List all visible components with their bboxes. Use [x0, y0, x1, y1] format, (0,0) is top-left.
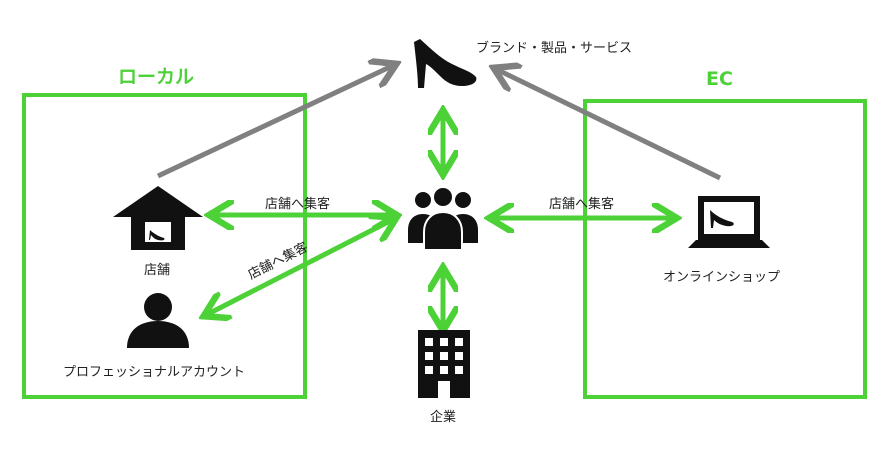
building-icon	[418, 330, 470, 398]
online-shop-label: オンラインショップ	[663, 270, 781, 285]
store-label: 店舗	[144, 263, 171, 278]
laptop-icon	[688, 196, 770, 248]
brand-label: ブランド・製品・サービス	[476, 41, 633, 56]
ec-zone-title: EC	[706, 68, 733, 90]
store-traffic-label-top: 店舗へ集客	[265, 197, 331, 212]
store-house-icon	[113, 186, 203, 250]
customers-icon	[408, 186, 478, 251]
pro-customer-arrow	[208, 220, 392, 314]
person-icon	[127, 293, 189, 348]
local-zone-title: ローカル	[118, 66, 195, 88]
company-label: 企業	[430, 410, 457, 425]
online-to-brand-arrow	[498, 70, 722, 181]
high-heel-icon	[414, 39, 477, 88]
store-traffic-label-right: 店舗へ集客	[549, 197, 615, 212]
professional-label: プロフェッショナルアカウント	[63, 365, 246, 380]
store-to-brand-arrow	[156, 66, 392, 179]
ec-zone-box	[583, 99, 867, 399]
